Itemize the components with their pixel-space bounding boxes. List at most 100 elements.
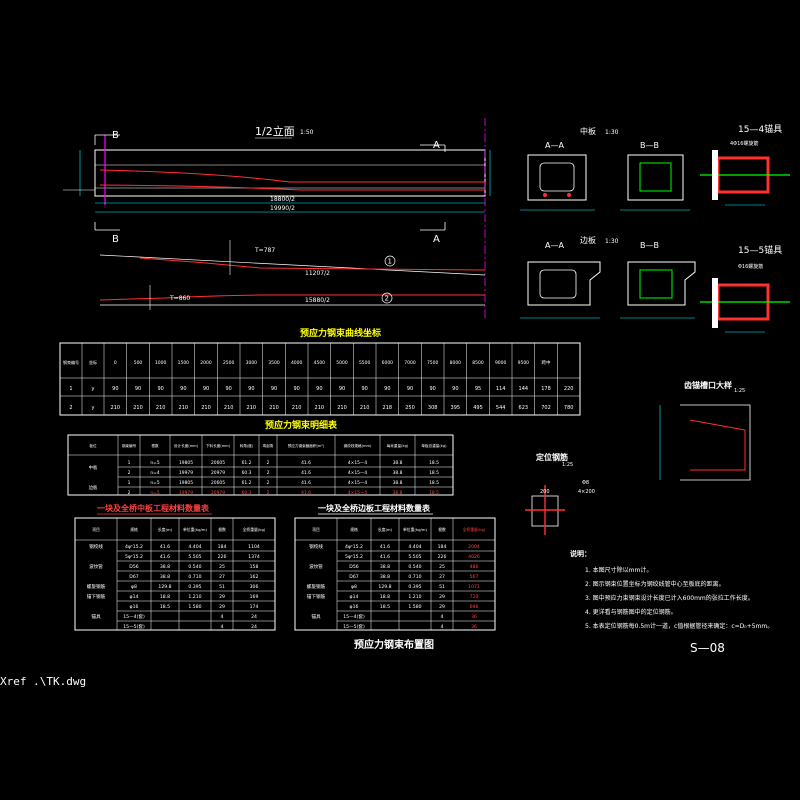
detail-cell: 60.3 xyxy=(242,470,252,476)
detail-cell: 61.2 xyxy=(242,460,252,466)
mid-plate-title: 中板 xyxy=(580,126,596,136)
elevation-dim-1: 18800/2 xyxy=(270,196,295,203)
qty-cell: 41.6 xyxy=(380,554,390,560)
coord-cell: 220 xyxy=(564,386,574,392)
qty-cell: 1.210 xyxy=(408,594,421,600)
detail-cell: 20979 xyxy=(211,470,225,476)
qty-mid-title: 一块及全桥中板工程材料数量表 xyxy=(97,503,210,513)
qty-table-side: 一块及全桥边板工程材料数量表 项目规格长度(m)单位重(kg/m)根数全桥重量(… xyxy=(294,503,496,631)
qty-header: 单位重(kg/m) xyxy=(403,527,427,532)
qty-header: 长度(m) xyxy=(158,527,173,532)
detail-cell: 2 xyxy=(267,470,270,476)
qty-cell: 0.395 xyxy=(408,584,421,590)
qty-cell: φ8 xyxy=(351,584,357,590)
qty-cell: 0.710 xyxy=(188,574,201,580)
detail-header: 转角(度) xyxy=(240,443,254,448)
coord-header: 1000 xyxy=(155,360,167,366)
note-item: 4. 更详看与钢筋图中的定位钢筋。 xyxy=(585,608,677,616)
coord-header: 6000 xyxy=(382,360,394,366)
detail-cell: n=4 xyxy=(150,470,159,476)
detail-cell: 38.8 xyxy=(393,490,403,496)
side-plate-scale: 1:30 xyxy=(605,238,619,245)
qty-header: 根数 xyxy=(438,527,446,532)
detail-cell: 19979 xyxy=(179,490,193,496)
qty-cell: 4 xyxy=(221,624,224,630)
mid-plate-scale: 1:30 xyxy=(605,129,619,136)
coord-header: 坐标 xyxy=(89,359,97,365)
qty-cell: 162 xyxy=(250,574,259,580)
qty-cell: 5φˢ15.2 xyxy=(345,554,363,560)
qty-cell: 波纹管 xyxy=(309,563,323,570)
qty-header: 规格 xyxy=(130,527,138,532)
coord-cell: 90 xyxy=(429,386,435,392)
qty-side-title: 一块及全桥边板工程材料数量表 xyxy=(318,503,431,513)
detail-header: 预应力钢束截面积(m²) xyxy=(288,443,325,448)
coord-cell: 90 xyxy=(361,386,367,392)
qty-header: 单位重(kg/m) xyxy=(183,527,207,532)
qty-cell: φ16 xyxy=(130,604,139,610)
anchor-groove-title: 齿锚槽口大样 xyxy=(684,380,732,390)
qty-cell: 38.8 xyxy=(160,574,170,580)
positioning-bar-dim: 200 xyxy=(540,489,550,495)
detail-cell: 4×15—4 xyxy=(348,460,367,466)
anchor-5-label: Φ16螺旋筋 xyxy=(738,263,763,270)
qty-cell: 720 xyxy=(470,594,479,600)
detail-header: 根数 xyxy=(151,443,159,448)
qty-cell: 螺旋钢筋 xyxy=(87,583,106,590)
qty-header: 全桥重量(kg) xyxy=(243,527,266,532)
positioning-bar-scale: 1:25 xyxy=(562,462,573,468)
coord-cell: 210 xyxy=(337,405,347,411)
qty-cell: 306 xyxy=(250,584,259,590)
anchor-4-label: 4Φ16螺旋筋 xyxy=(730,140,758,147)
coord-cell: 178 xyxy=(541,386,551,392)
coord-header: 3000 xyxy=(246,360,258,366)
qty-cell: 4φˢ15.2 xyxy=(125,544,143,550)
qty-cell: 4.404 xyxy=(408,544,421,550)
coord-cell: 250 xyxy=(405,405,415,411)
tendon-len-1: 11207/2 xyxy=(305,270,330,277)
coord-cell: 210 xyxy=(292,405,302,411)
coord-cell: 210 xyxy=(224,405,234,411)
note-item: 2. 图示钢束位置坐标为钢绞线管中心至板底的距离。 xyxy=(585,580,725,588)
qty-cell: 567 xyxy=(470,574,479,580)
qty-cell: 184 xyxy=(218,544,227,550)
coord-cell: 90 xyxy=(248,386,254,392)
coord-header: 8500 xyxy=(472,360,484,366)
qty-cell: φ14 xyxy=(130,594,139,600)
qty-cell: φ8 xyxy=(131,584,137,590)
qty-header: 全桥重量(kg) xyxy=(463,527,486,532)
anchor-15-5: 15—5锚具 Φ16螺旋筋 xyxy=(700,244,790,333)
qty-cell: D56 xyxy=(349,564,358,570)
sheet-number: S—08 xyxy=(690,641,725,655)
positioning-bar-label: Φ8 xyxy=(582,480,589,486)
side-plate-title: 边板 xyxy=(580,235,596,245)
coord-cell: 210 xyxy=(156,405,166,411)
qty-cell: 锚下钢筋 xyxy=(87,593,106,600)
qty-cell: 27 xyxy=(439,574,445,580)
qty-cell: 174 xyxy=(250,604,259,610)
tendon-t1: T=787 xyxy=(254,247,275,254)
qty-cell: 38.8 xyxy=(380,574,390,580)
coord-cell: 308 xyxy=(428,405,438,411)
qty-cell: 24 xyxy=(251,614,257,620)
coord-header: 9500 xyxy=(518,360,530,366)
coord-header: 9000 xyxy=(495,360,507,366)
detail-cell: 2 xyxy=(267,490,270,496)
qty-cell: 38.8 xyxy=(380,564,390,570)
qty-cell: 25 xyxy=(219,564,225,570)
coord-cell: 210 xyxy=(247,405,257,411)
detail-header: 设计长度(mm) xyxy=(174,443,199,448)
coord-header: 500 xyxy=(134,360,143,366)
qty-cell: 36 xyxy=(471,614,477,620)
detail-cell: 2 xyxy=(267,480,270,486)
coord-header: 8000 xyxy=(450,360,462,366)
anchor-4-title: 15—4锚具 xyxy=(738,123,782,135)
detail-cell: 20605 xyxy=(211,480,225,486)
coord-header: 7000 xyxy=(404,360,416,366)
coord-cell: 544 xyxy=(496,405,506,411)
detail-cell: 1 xyxy=(128,460,131,466)
elevation-section-b-top: B xyxy=(112,130,119,141)
mid-section-b-label: B—B xyxy=(640,141,659,150)
qty-cell: 129.8 xyxy=(378,584,391,590)
